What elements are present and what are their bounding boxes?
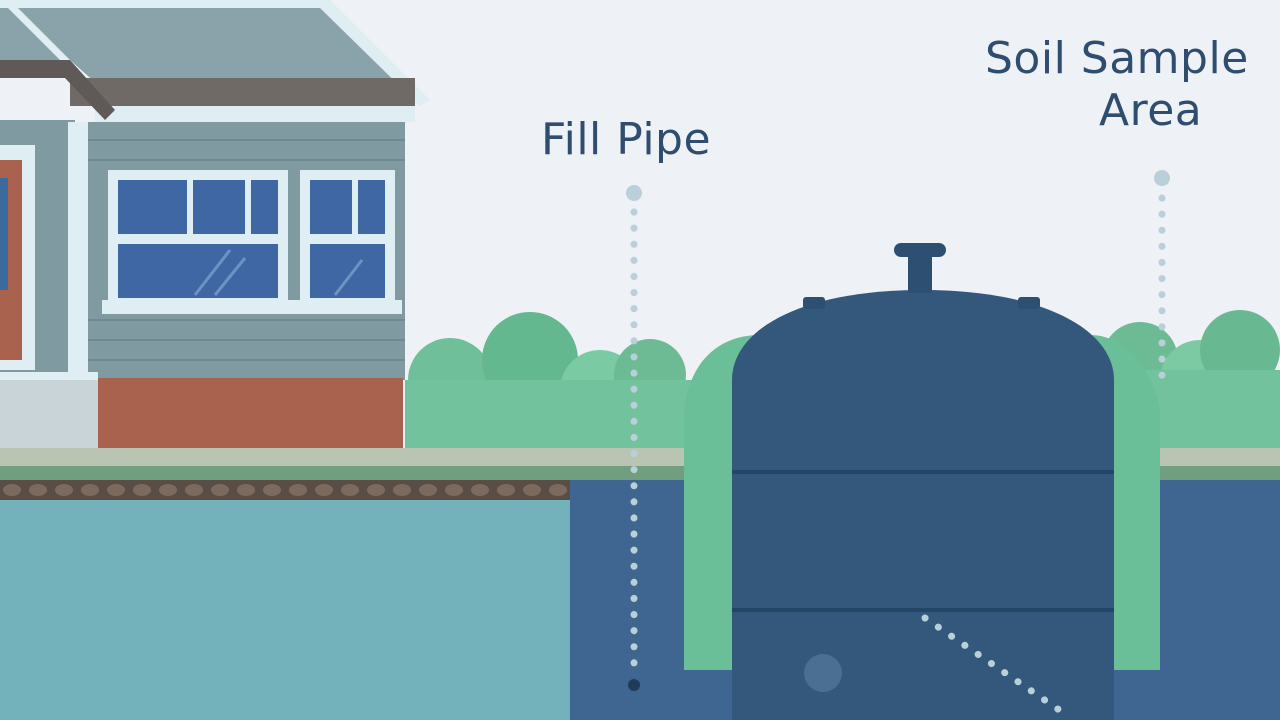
sample-path-marker [921,614,1072,720]
soil-sample-label-line1: Soil Sample [985,33,1249,84]
fill-pipe-label: Fill Pipe [541,114,712,165]
soil-sample-area-label: Soil Sample Area [985,37,1249,133]
soil-light [0,500,588,720]
soil-sample-label-line2: Area [1099,85,1203,136]
soil-sample-marker [1154,170,1170,394]
roof [0,0,430,100]
brick-foundation [98,378,403,448]
house [0,0,430,448]
fill-pipe-marker [626,185,642,691]
tank-fill-cap [908,255,932,293]
oil-tank [732,243,1114,720]
